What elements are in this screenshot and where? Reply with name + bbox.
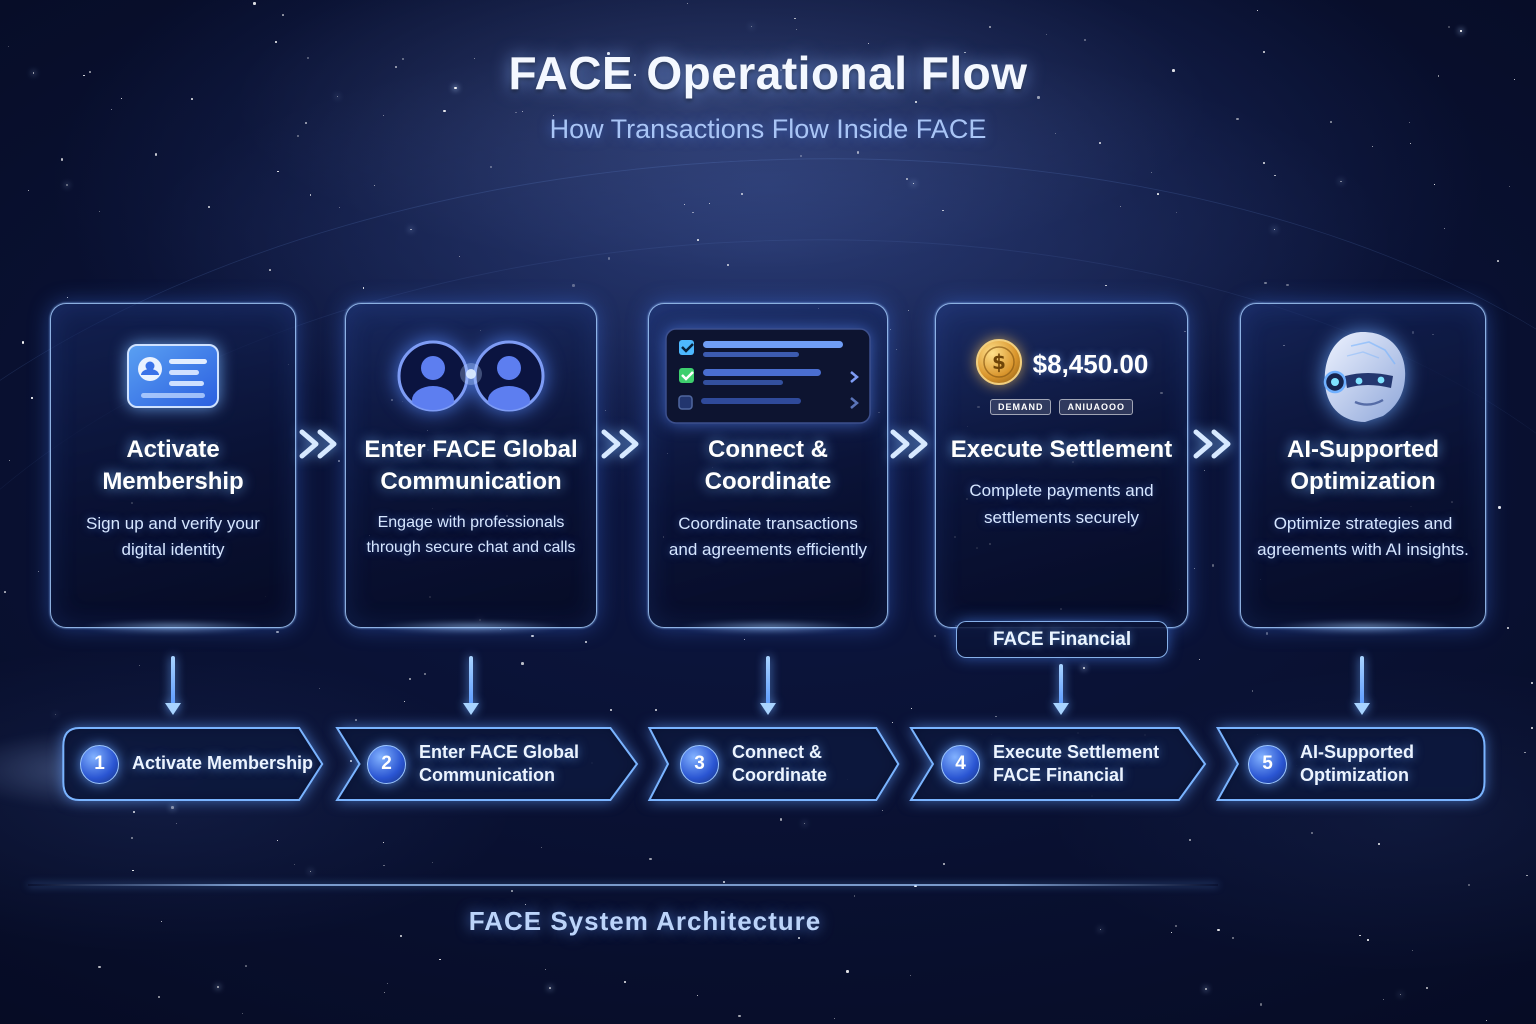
card-title: Activate Membership bbox=[102, 436, 244, 496]
users-icon bbox=[385, 328, 557, 424]
arrow-right-icon bbox=[889, 428, 933, 460]
id-card-icon bbox=[125, 328, 221, 424]
arrow-right-icon bbox=[600, 428, 644, 460]
card-title: AI-Supported Optimization bbox=[1287, 436, 1439, 496]
timeline-step-5: 5 AI-Supported Optimization bbox=[1214, 724, 1490, 804]
card-execute-settlement: $ $8,450.00 DEMAND ANIUAOOO Execute Sett… bbox=[935, 303, 1188, 628]
card-title: Connect & Coordinate bbox=[704, 436, 832, 496]
card-global-communication: Enter FACE Global Communication Engage w… bbox=[345, 303, 597, 628]
card-ai-optimization: AI-Supported Optimization Optimize strat… bbox=[1240, 303, 1486, 628]
arrow-right-icon bbox=[1192, 428, 1236, 460]
step-number: 3 bbox=[680, 744, 719, 784]
card-desc: Coordinate transactions and agreements e… bbox=[668, 513, 868, 560]
card-desc: Optimize strategies and agreements with … bbox=[1257, 513, 1469, 560]
step-label: Enter FACE Global Communication bbox=[419, 741, 580, 785]
timeline-step-2: 2 Enter FACE Global Communication bbox=[333, 724, 639, 804]
step-number: 4 bbox=[941, 744, 980, 784]
ai-head-icon bbox=[1311, 328, 1415, 424]
settlement-amount: $8,450.00 bbox=[1032, 348, 1149, 379]
checklist-icon bbox=[665, 328, 871, 424]
card-desc: Complete payments and settlements secure… bbox=[969, 481, 1154, 527]
arrow-down-icon bbox=[1059, 664, 1063, 704]
step-label: AI-Supported Optimization bbox=[1300, 741, 1414, 785]
timeline-step-3: 3 Connect & Coordinate bbox=[646, 724, 900, 804]
footer-divider bbox=[28, 884, 1218, 886]
coin-symbol: $ bbox=[992, 350, 1006, 374]
step-label: Activate Membership bbox=[132, 753, 314, 774]
settlement-badge: DEMAND bbox=[989, 398, 1052, 415]
step-label: Connect & Coordinate bbox=[732, 741, 828, 785]
page-subtitle: How Transactions Flow Inside FACE bbox=[549, 114, 987, 144]
card-desc: Engage with professionals through secure… bbox=[366, 513, 576, 556]
face-financial-tag: FACE Financial bbox=[956, 621, 1168, 658]
card-title: Enter FACE Global Communication bbox=[364, 436, 578, 496]
timeline-step-1: 1 Activate Membership bbox=[58, 724, 324, 804]
coin-icon: $ bbox=[975, 338, 1023, 391]
step-number: 2 bbox=[367, 744, 406, 784]
card-title: Execute Settlement bbox=[950, 436, 1173, 463]
settlement-amount-panel: $ $8,450.00 DEMAND ANIUAOOO bbox=[975, 328, 1149, 424]
card-connect-coordinate: Connect & Coordinate Coordinate transact… bbox=[648, 303, 888, 628]
page-title: FACE Operational Flow bbox=[508, 47, 1028, 99]
arrow-down-icon bbox=[171, 656, 175, 704]
settlement-badge: ANIUAOOO bbox=[1059, 398, 1133, 415]
settlement-badges: DEMAND ANIUAOOO bbox=[989, 398, 1133, 415]
card-desc: Sign up and verify your digital identity bbox=[86, 513, 260, 560]
footer-label: FACE System Architecture bbox=[468, 906, 822, 936]
arrow-down-icon bbox=[766, 656, 770, 704]
arrow-right-icon bbox=[298, 428, 342, 460]
step-number: 1 bbox=[80, 744, 119, 784]
step-number: 5 bbox=[1248, 744, 1287, 784]
card-activate-membership: Activate Membership Sign up and verify y… bbox=[50, 303, 296, 628]
arrow-down-icon bbox=[469, 656, 473, 704]
arrow-down-icon bbox=[1360, 656, 1364, 704]
